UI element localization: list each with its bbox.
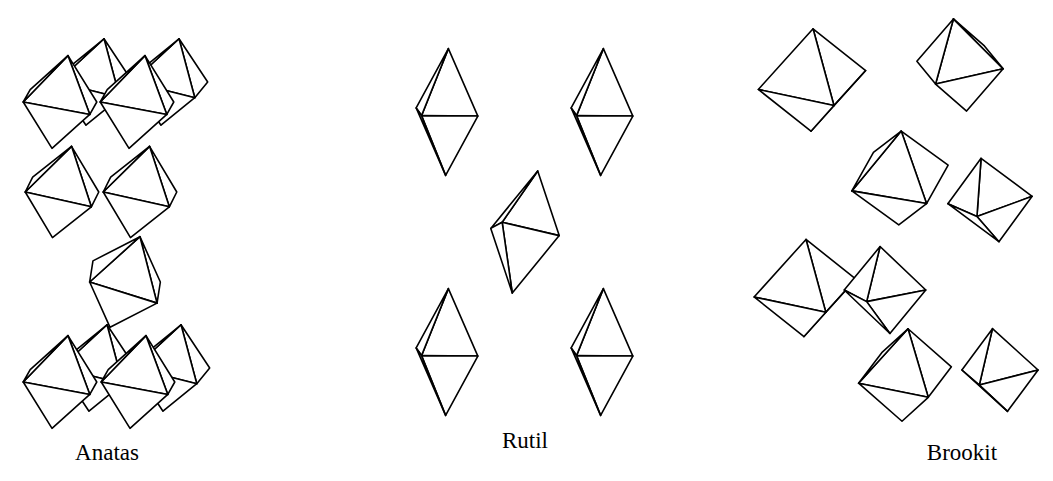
octahedron-face [571, 289, 603, 356]
octahedron-face [23, 56, 68, 102]
octahedron-face [571, 348, 600, 415]
octahedron-face [977, 196, 1032, 241]
octahedron [491, 171, 559, 293]
octahedron [416, 49, 478, 176]
octahedron [23, 56, 97, 149]
octahedron-face [577, 116, 633, 176]
octahedron-face [422, 356, 478, 416]
octahedron-face [416, 49, 448, 116]
octahedron-face [25, 146, 71, 192]
octahedron-face [416, 108, 445, 175]
octahedron-face [100, 56, 145, 102]
octahedron-face [491, 171, 538, 228]
octahedron-face [852, 191, 927, 225]
octahedron-face [754, 297, 826, 337]
octahedron-face [90, 282, 157, 327]
octahedron-face [953, 19, 1003, 69]
octahedron [852, 131, 948, 225]
octahedron-face [416, 348, 445, 415]
octahedron-face [416, 289, 448, 356]
octahedron-face [103, 192, 169, 238]
octahedron [571, 289, 633, 416]
octahedron-face [577, 356, 633, 416]
octahedron-face [936, 69, 1004, 111]
octahedron [23, 336, 97, 429]
structure-name: Anatas [72, 440, 142, 466]
octahedron [571, 49, 633, 176]
octahedron-face [852, 131, 901, 191]
octahedron [103, 146, 177, 237]
octahedron [962, 329, 1038, 412]
octahedron [758, 29, 865, 131]
octahedron [844, 247, 926, 334]
octahedron [416, 289, 478, 416]
octahedron [100, 56, 174, 149]
octahedron-face [844, 290, 890, 333]
octahedron-face [23, 336, 68, 382]
octahedron-face [491, 222, 512, 293]
octahedron [90, 237, 161, 328]
octahedron-face [422, 116, 478, 176]
octahedron-face [867, 290, 926, 333]
octahedron [948, 158, 1032, 241]
octahedron-face [948, 204, 999, 242]
label-holder: Rutil [499, 428, 551, 454]
octahedron [754, 239, 856, 336]
octahedron-face [25, 192, 91, 238]
octahedron-face [100, 102, 167, 148]
octahedron [917, 19, 1003, 111]
octahedron-face [917, 19, 954, 84]
octahedron [25, 146, 99, 237]
octahedron-face [859, 383, 929, 421]
octahedron [859, 329, 952, 422]
octahedron [101, 336, 175, 429]
octahedron-face [859, 329, 908, 383]
octahedron-face [962, 329, 993, 385]
octahedron-face [571, 108, 600, 175]
octahedron-face [758, 89, 834, 131]
octahedron-face [23, 102, 90, 148]
octahedron-face [23, 382, 90, 428]
octahedron-face [90, 237, 140, 282]
octahedron-face [103, 146, 149, 192]
structure-name: Rutil [499, 428, 551, 454]
structure-name: Brookit [924, 440, 1000, 466]
octahedron-face [101, 336, 146, 382]
label-holder: Anatas [72, 440, 142, 466]
octahedron-face [962, 370, 1008, 411]
octahedron-face [571, 49, 603, 116]
octahedron-face [101, 382, 168, 428]
octahedron-face [979, 370, 1038, 411]
label-holder: Brookit [924, 440, 1000, 466]
